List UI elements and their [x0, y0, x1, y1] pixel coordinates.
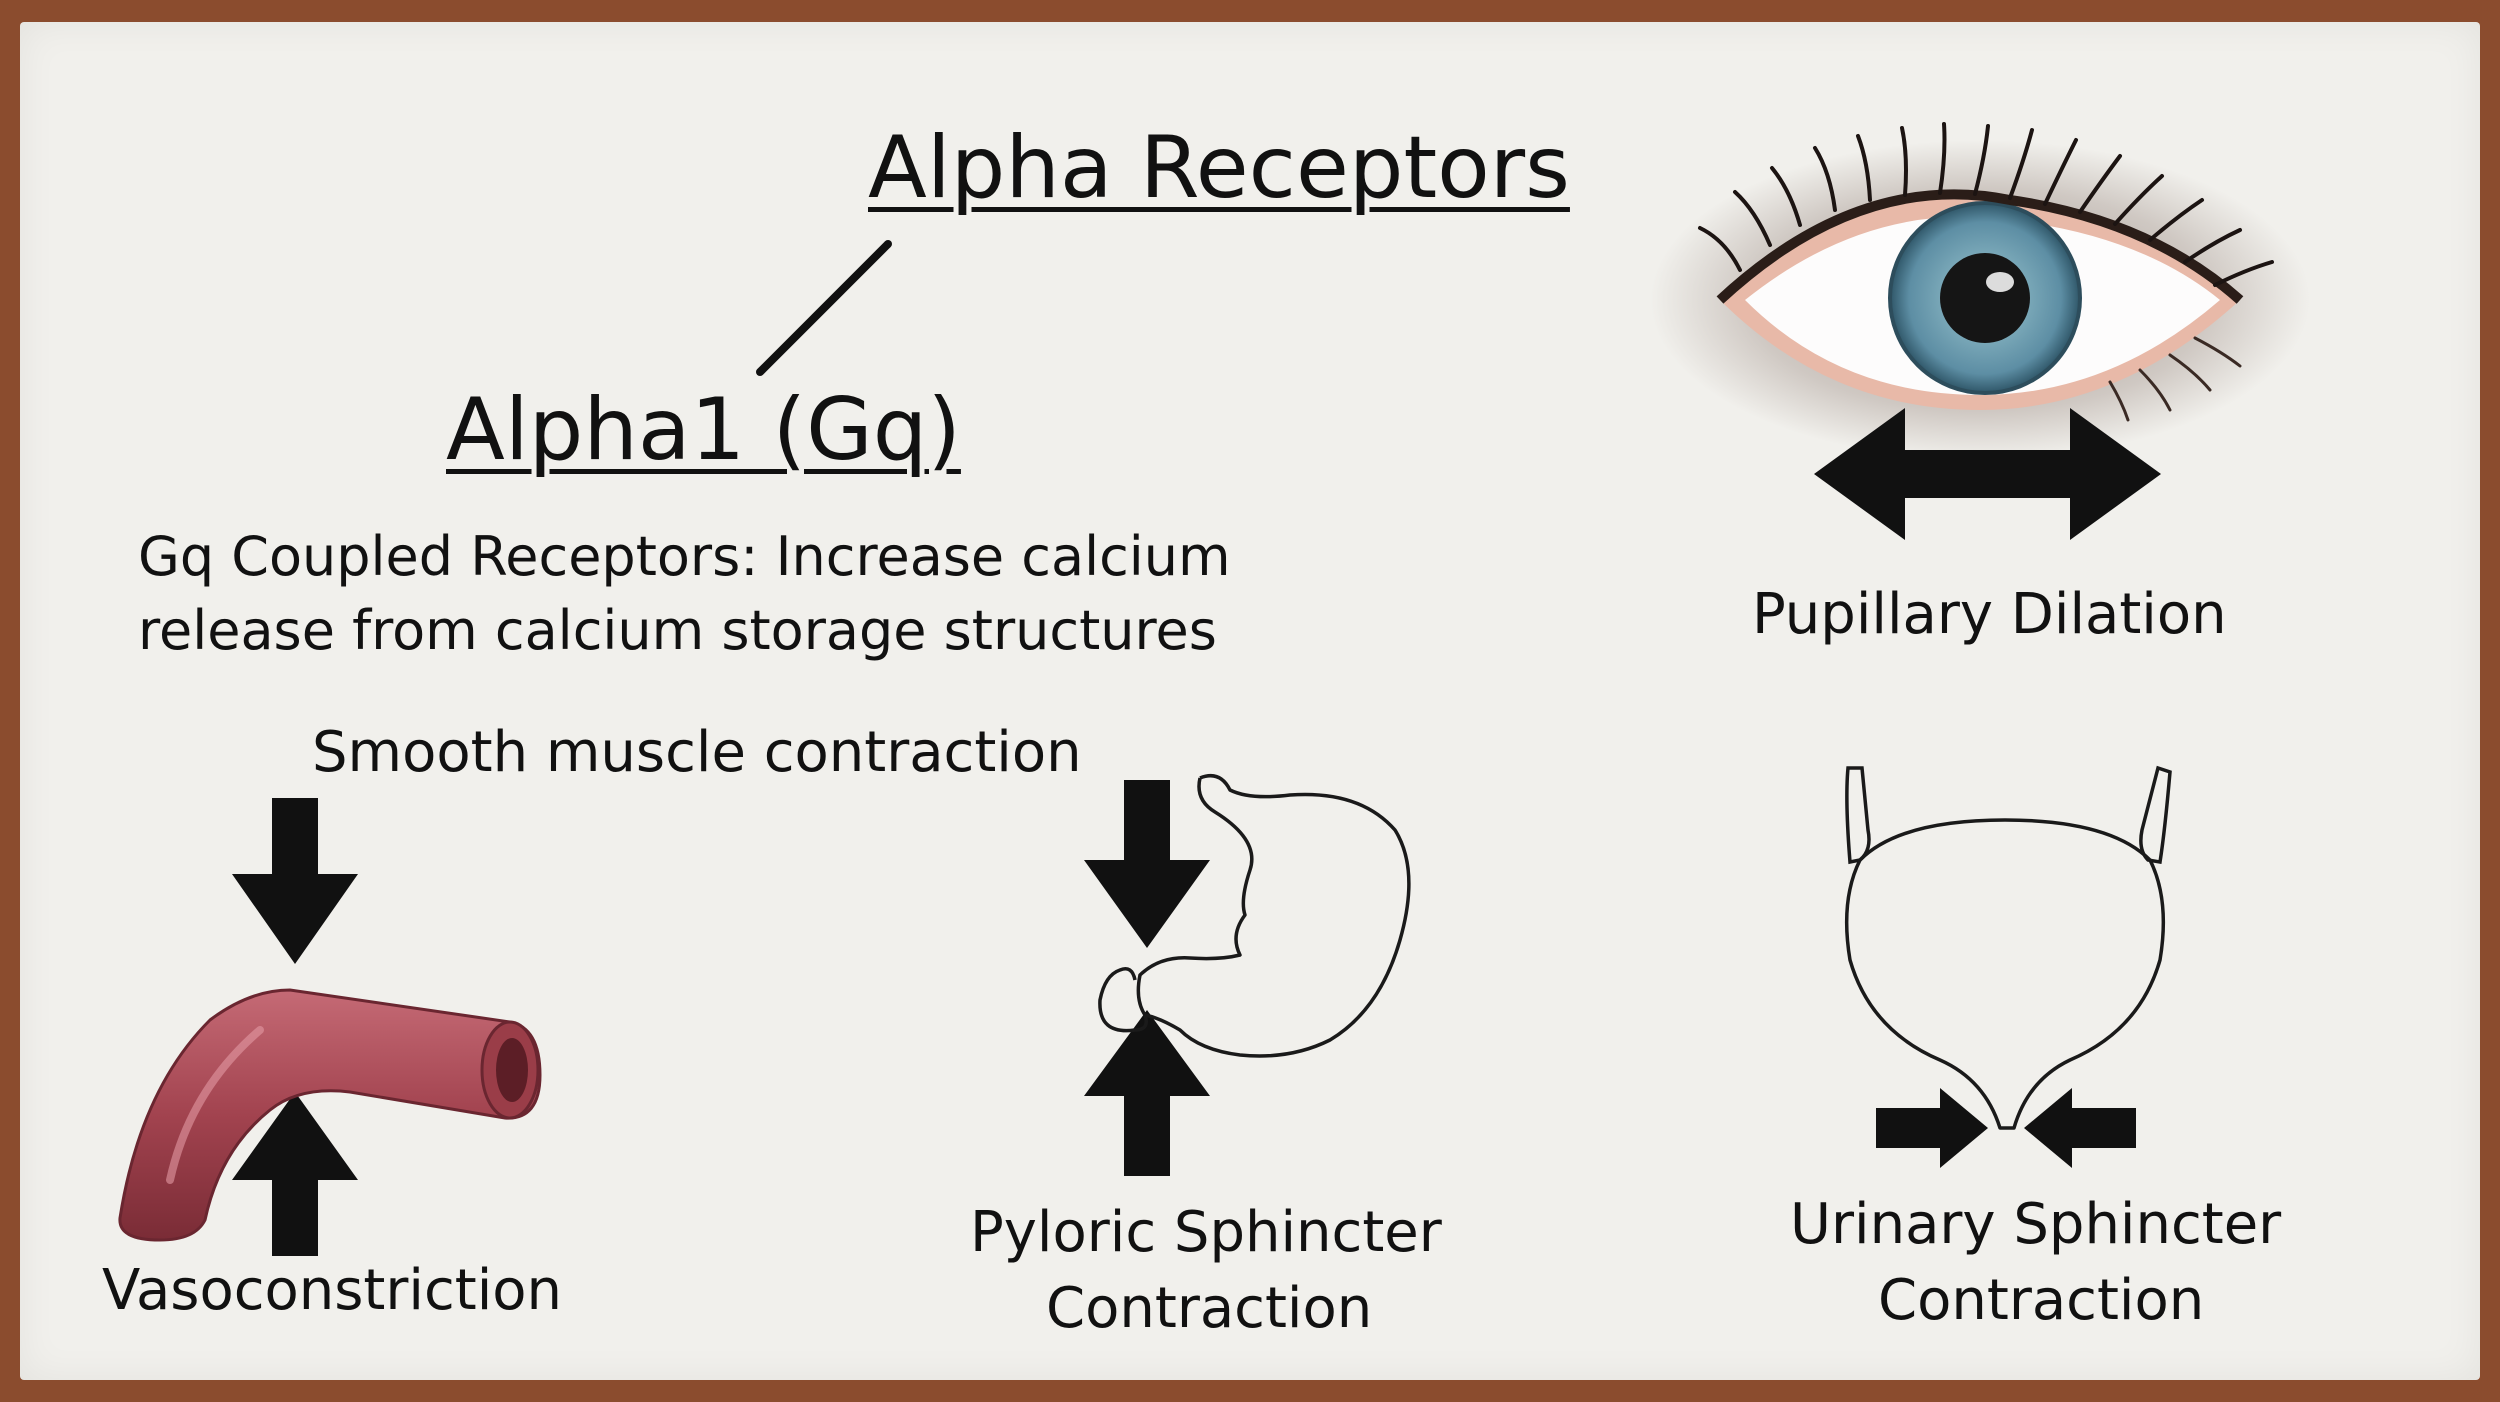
vasoconstriction-label: Vasoconstriction [102, 1258, 563, 1323]
arrow-down-icon [232, 798, 358, 964]
receptor-description: Gq Coupled Receptors: Increase calcium r… [138, 520, 1338, 668]
pyloric-label-line-2: Contraction [1046, 1276, 1373, 1341]
stomach-icon [1098, 774, 1411, 1058]
page-title: Alpha Receptors [868, 118, 1570, 218]
arrow-up-icon [232, 1092, 358, 1256]
arrow-right-icon [1876, 1088, 1988, 1168]
eye-icon [1650, 122, 2310, 460]
urinary-label-line-1: Urinary Sphincter [1790, 1192, 2282, 1257]
connector-line [756, 240, 892, 376]
arrow-down-icon [1084, 780, 1210, 948]
smooth-muscle-label: Smooth muscle contraction [312, 720, 1082, 785]
receptor-subtitle: Alpha1 (Gq) [446, 380, 961, 480]
pyloric-label-line-1: Pyloric Sphincter [970, 1200, 1442, 1265]
double-arrow-icon [1814, 408, 2161, 540]
description-line-1: Gq Coupled Receptors: Increase calcium [138, 525, 1231, 588]
pupillary-label: Pupillary Dilation [1752, 582, 2227, 647]
description-line-2: release from calcium storage structures [138, 599, 1217, 662]
arrow-up-icon [1084, 1010, 1210, 1176]
blood-vessel-icon [118, 988, 542, 1242]
urinary-label-line-2: Contraction [1878, 1268, 2205, 1333]
arrow-left-icon [2024, 1088, 2136, 1168]
bladder-icon [1844, 765, 2172, 1130]
